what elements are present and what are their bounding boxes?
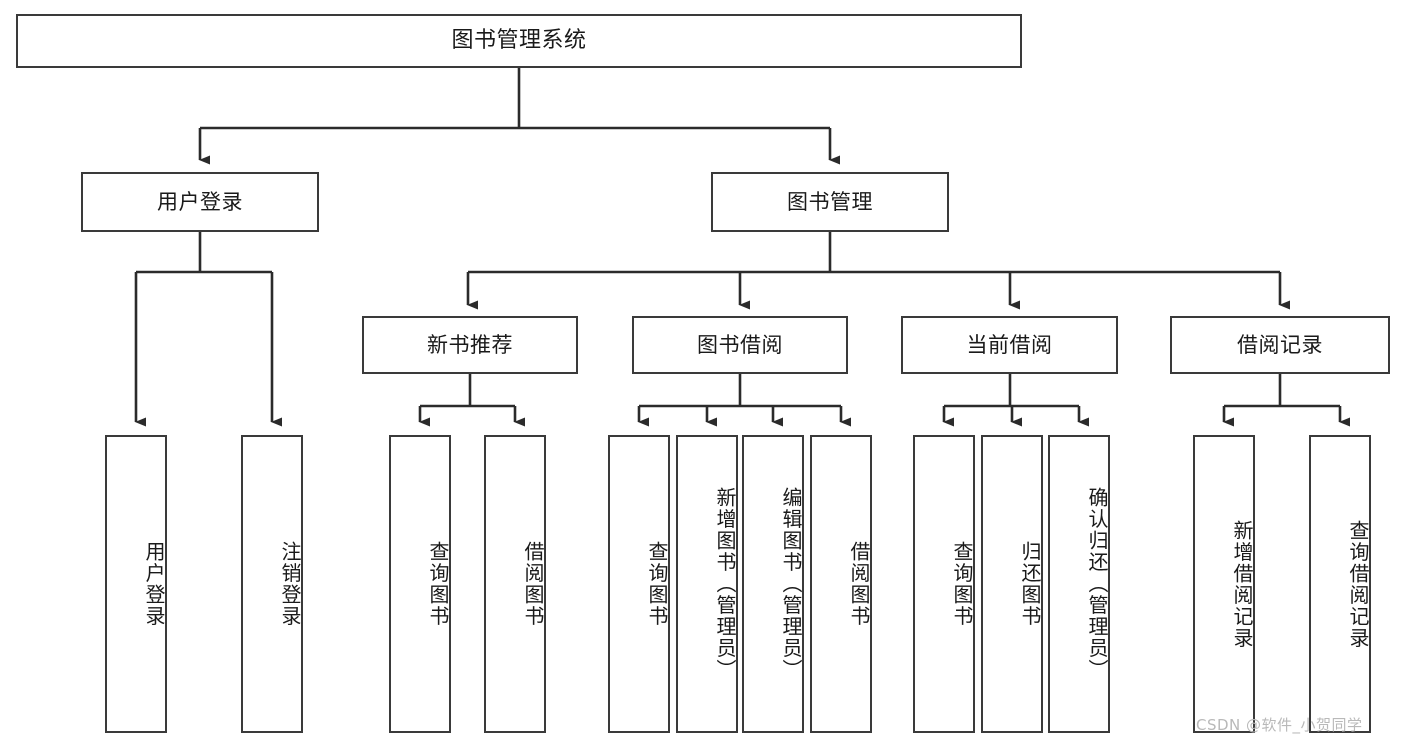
leaf-add-borrow-record[interactable]: 新增借阅记录 (1193, 435, 1255, 733)
node-label: 查询图书 (950, 541, 974, 627)
node-label: 归还图书 (1018, 541, 1042, 627)
leaf-logout[interactable]: 注销登录 (241, 435, 303, 733)
node-new-book-recommend[interactable]: 新书推荐 (362, 316, 578, 374)
node-book-borrow[interactable]: 图书借阅 (632, 316, 848, 374)
leaf-query-book-current[interactable]: 查询图书 (913, 435, 975, 733)
node-label: 新增借阅记录 (1230, 519, 1254, 649)
leaf-confirm-return-admin[interactable]: 确认归还（管理员） (1048, 435, 1110, 733)
leaf-add-book-admin[interactable]: 新增图书（管理员） (676, 435, 738, 733)
node-label: 借阅图书 (847, 541, 871, 627)
node-label: 借阅记录 (1237, 332, 1323, 357)
leaf-borrow-book-recommend[interactable]: 借阅图书 (484, 435, 546, 733)
node-label: 当前借阅 (966, 332, 1053, 357)
node-user-login[interactable]: 用户登录 (81, 172, 319, 232)
node-book-management[interactable]: 图书管理 (711, 172, 949, 232)
node-label: 图书借阅 (697, 332, 783, 357)
node-label: 查询图书 (645, 541, 669, 627)
node-label: 新书推荐 (427, 332, 513, 357)
leaf-query-book-borrow[interactable]: 查询图书 (608, 435, 670, 733)
leaf-return-book[interactable]: 归还图书 (981, 435, 1043, 733)
node-label: 用户登录 (142, 541, 166, 627)
node-root-system[interactable]: 图书管理系统 (16, 14, 1022, 68)
leaf-borrow-book[interactable]: 借阅图书 (810, 435, 872, 733)
node-label: 图书管理系统 (451, 28, 587, 54)
node-label: 用户登录 (157, 189, 243, 214)
node-label: 新增图书（管理员） (713, 487, 737, 681)
node-label: 查询借阅记录 (1346, 519, 1370, 649)
leaf-query-borrow-record[interactable]: 查询借阅记录 (1309, 435, 1371, 733)
node-label: 借阅图书 (521, 541, 545, 627)
node-label: 查询图书 (426, 541, 450, 627)
leaf-user-login[interactable]: 用户登录 (105, 435, 167, 733)
node-label: 编辑图书（管理员） (779, 487, 803, 681)
node-borrow-record[interactable]: 借阅记录 (1170, 316, 1390, 374)
node-label: 注销登录 (278, 541, 302, 627)
node-current-borrow[interactable]: 当前借阅 (901, 316, 1118, 374)
leaf-edit-book-admin[interactable]: 编辑图书（管理员） (742, 435, 804, 733)
node-label: 图书管理 (787, 189, 873, 214)
node-label: 确认归还（管理员） (1085, 487, 1109, 681)
csdn-watermark: CSDN @软件_小贺同学 (1196, 716, 1363, 734)
leaf-query-book-recommend[interactable]: 查询图书 (389, 435, 451, 733)
